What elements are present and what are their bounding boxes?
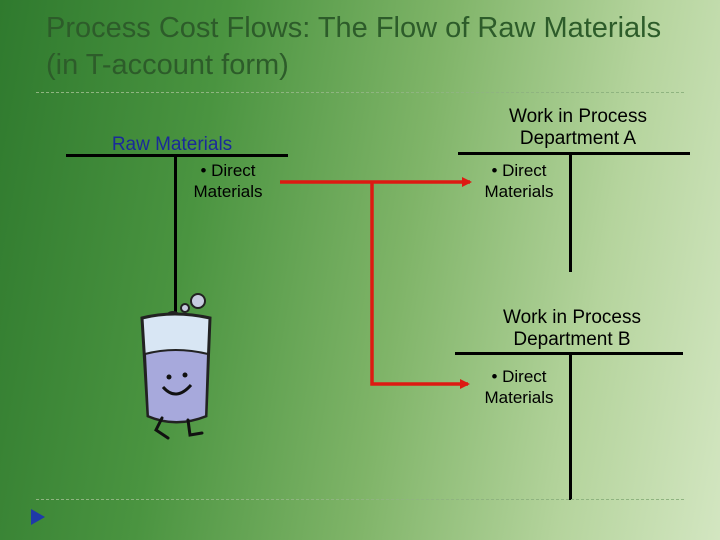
raw-materials-t-stem: [174, 154, 177, 344]
play-triangle-icon[interactable]: [30, 508, 46, 526]
title-divider: [36, 92, 684, 93]
slide-title: Process Cost Flows: The Flow of Raw Mate…: [46, 12, 662, 81]
raw-materials-t-top: [66, 154, 288, 157]
raw-materials-label: Raw Materials: [111, 134, 233, 155]
wip-b-debit-entry: • Direct Materials: [484, 367, 554, 407]
wip-a-label: Work in Process Department A: [509, 106, 647, 149]
beaker-mascot-icon: [140, 293, 212, 440]
wip-b-t-stem: [569, 352, 572, 500]
wip-a-t-top: [458, 152, 690, 155]
wip-b-label: Work in Process Department B: [503, 307, 641, 350]
footer-divider: [36, 499, 684, 500]
flow-arrow-to-wip-b: [370, 182, 470, 389]
wip-a-debit-entry: • Direct Materials: [484, 161, 554, 201]
wip-a-t-stem: [569, 152, 572, 272]
raw-materials-credit-entry: • Direct Materials: [193, 161, 263, 201]
